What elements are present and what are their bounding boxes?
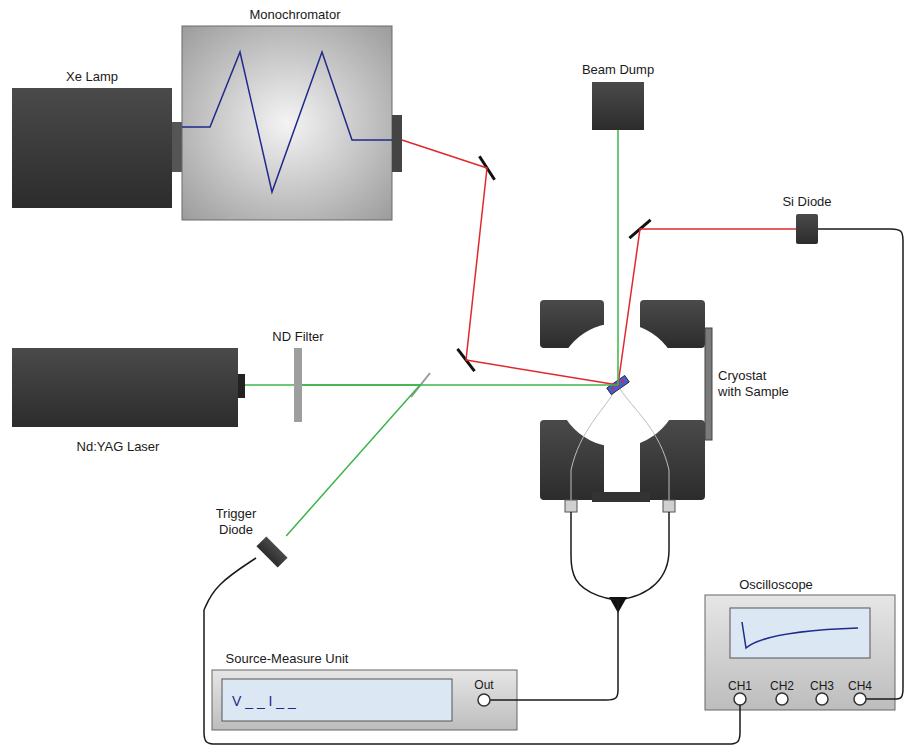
instrument-label: Trigger Diode [209,506,264,537]
cable-stub [490,699,517,701]
monochromator-housing [182,26,392,220]
oscilloscope-housing [705,595,895,710]
cryostat-feedthrough [565,500,577,512]
beam-dump-node: Beam Dump [592,82,644,130]
instrument-label: Source-Measure Unit [226,651,349,667]
grating-light-path [182,52,392,192]
laser-beam [245,384,294,386]
output-jack [478,694,490,706]
oscilloscope-node: OscilloscopeCH1CH2CH3CH4 [705,595,895,710]
channel-label: CH3 [810,679,834,693]
monochromator-port [392,115,402,172]
channel-label: CH2 [770,679,794,693]
trigger-diode-node: Trigger Diode [256,536,288,568]
cable-stub [866,698,895,700]
instrument-label: Si Diode [782,194,831,210]
instrument-label: Nd:YAG Laser [77,439,160,455]
cryostat-window [705,328,712,440]
channel-jack [854,693,866,705]
signal-cable [618,512,669,600]
smu-node: Source-Measure UnitV _ _ I _ _Out [212,670,517,730]
channel-jack [734,693,746,705]
instrument-label: Monochromator [249,7,340,23]
cryostat-block [640,300,705,348]
monochromator-node: Monochromator [182,26,402,220]
instrument-label: Beam Dump [582,62,654,78]
instrument-label: Cryostat with Sample [718,368,791,399]
cryostat-base-plate [592,492,650,502]
probe-beam [618,229,796,385]
laser-beam [286,385,420,536]
signal-cable [517,512,618,700]
laser-body [12,348,238,427]
laser-aperture [238,374,245,398]
photodiode-node: Si Diode [796,214,818,244]
instrument-label: Oscilloscope [739,577,813,593]
sample-wire [571,389,616,500]
beam-dump-block [592,82,644,130]
instrument-label: ND Filter [272,329,323,345]
signal-cable [818,229,903,699]
laser-beam [617,130,619,385]
channel-label: CH1 [728,679,752,693]
photodiode-body [796,214,818,244]
cryostat-block [540,420,604,500]
oscilloscope-screen [730,608,870,658]
probe-beam [402,140,618,385]
lamp-port [172,122,182,172]
nd-filter-plate [294,348,302,422]
signal-trace [742,622,858,648]
instrument-label: Xe Lamp [66,69,118,85]
laser-node: Nd:YAG Laser [12,348,245,427]
trigger-diode-body [256,536,287,567]
signal-cable [204,558,740,744]
filter-node: ND Filter [294,348,302,422]
port-label: Out [474,678,493,692]
cryostat-node: Cryostat with Sample [540,300,712,512]
smu-housing [212,670,517,730]
smu-display [222,679,452,721]
sample-contact [621,380,625,384]
lamp-node: Xe Lamp [12,88,182,208]
lamp-housing [12,88,172,208]
cryostat-housing [540,300,705,500]
channel-label: CH4 [848,679,872,693]
sample-wire [620,389,669,500]
channel-jack [816,693,828,705]
cryostat-block [540,300,604,348]
sample-contact [611,386,615,390]
cryostat-block [640,420,705,500]
cryostat-feedthrough [663,500,675,512]
display-readout: V _ _ I _ _ [232,693,296,710]
channel-jack [776,693,788,705]
